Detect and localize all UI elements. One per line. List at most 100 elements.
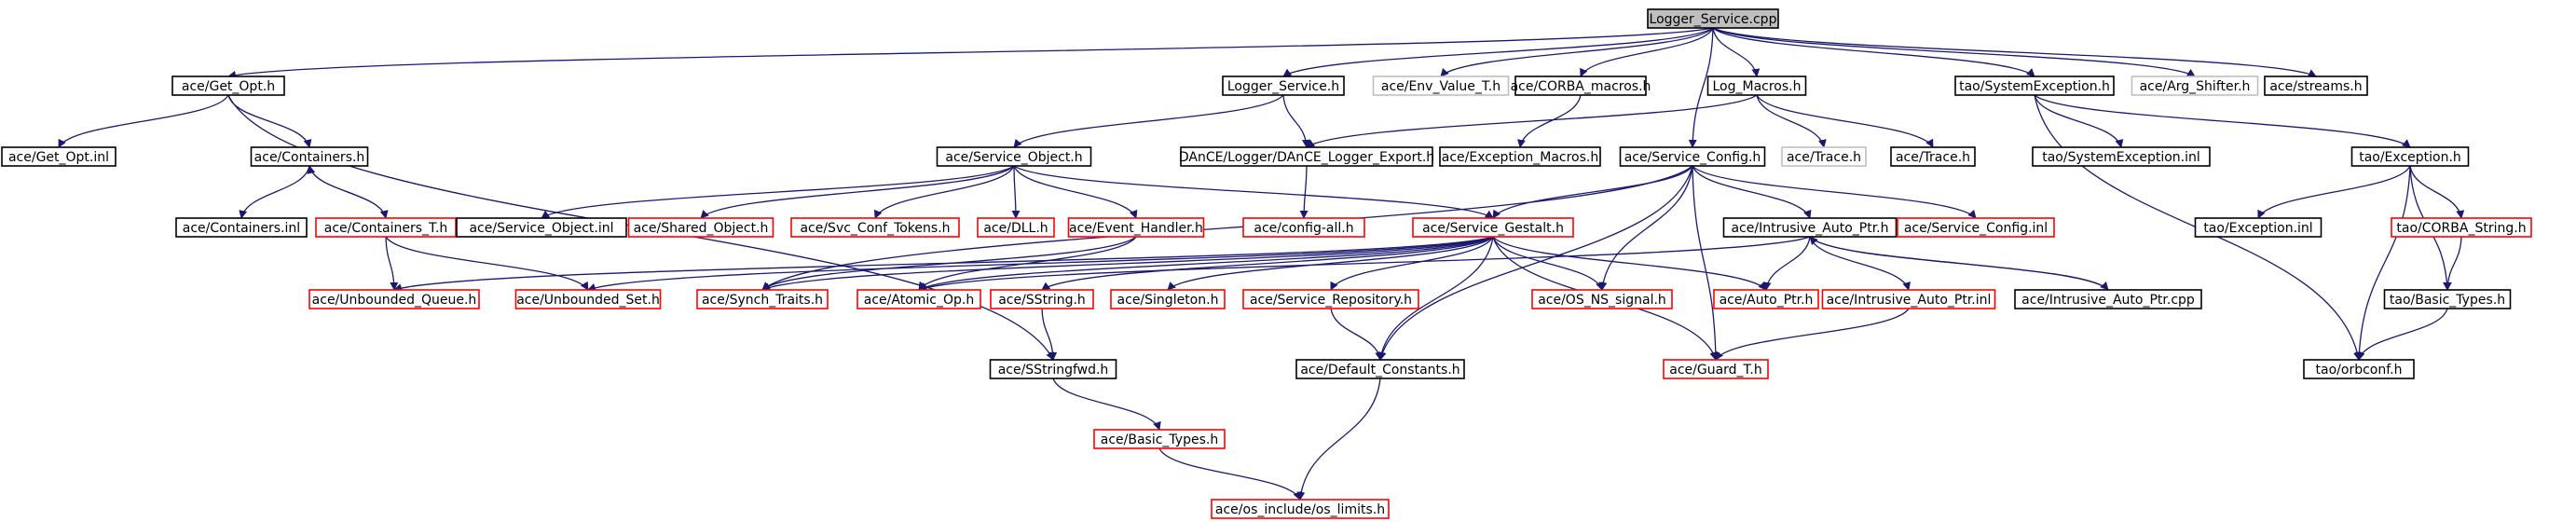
node-synch-traits-h[interactable]: ace/Synch_Traits.h bbox=[696, 289, 829, 309]
edge-dance_export_h-to-config_all_h bbox=[1299, 165, 1309, 219]
node-env-value-t-h[interactable]: ace/Env_Value_T.h bbox=[1372, 76, 1510, 96]
node-sstring-h[interactable]: ace/SString.h bbox=[990, 289, 1094, 309]
node-intrusive-auto-ptr-h[interactable]: ace/Intrusive_Auto_Ptr.h bbox=[1722, 217, 1898, 238]
node-tao-sysexc-inl[interactable]: tao/SystemException.inl bbox=[2032, 146, 2211, 167]
node-label: ace/Service_Object.h bbox=[945, 150, 1082, 165]
edge-root-to-log_macros_h bbox=[1712, 27, 1761, 77]
node-event-handler-h[interactable]: ace/Event_Handler.h bbox=[1067, 217, 1205, 238]
edge-tao_exception_h-to-tao_orbconf_h bbox=[2354, 165, 2411, 361]
node-get-opt-inl[interactable]: ace/Get_Opt.inl bbox=[1, 146, 116, 167]
node-box bbox=[1781, 146, 1867, 167]
node-box bbox=[1890, 146, 1976, 167]
node-default-constants-h[interactable]: ace/Default_Constants.h bbox=[1295, 359, 1465, 379]
node-service-gestalt-h[interactable]: ace/Service_Gestalt.h bbox=[1412, 217, 1574, 238]
edge-intrusive_auto_ptr_inl-to-guard_t_h bbox=[1715, 308, 1910, 361]
node-tao-exception-inl[interactable]: tao/Exception.inl bbox=[2194, 217, 2323, 238]
node-box bbox=[250, 146, 369, 167]
edge-get_opt_h-to-containers_h bbox=[227, 94, 312, 148]
edge-root-to-arg_shifter_h bbox=[1712, 27, 2196, 77]
node-arg-shifter-h[interactable]: ace/Arg_Shifter.h bbox=[2131, 76, 2259, 96]
node-auto-ptr-h[interactable]: ace/Auto_Ptr.h bbox=[1713, 289, 1819, 309]
node-sstringfwd-h[interactable]: ace/SStringfwd.h bbox=[989, 359, 1117, 379]
node-label: tao/SystemException.h bbox=[1959, 79, 2110, 94]
node-label: ace/Svc_Conf_Tokens.h bbox=[800, 221, 950, 236]
node-box bbox=[308, 289, 480, 309]
node-logger-service-h[interactable]: Logger_Service.h bbox=[1222, 76, 1345, 96]
node-box bbox=[2131, 76, 2259, 96]
node-box bbox=[2014, 289, 2202, 309]
node-os-limits-h[interactable]: ace/os_include/os_limits.h bbox=[1211, 499, 1390, 519]
node-label: ace/streams.h bbox=[2269, 79, 2362, 94]
node-containers-inl[interactable]: ace/Containers.inl bbox=[175, 217, 308, 238]
node-streams-h[interactable]: ace/streams.h bbox=[2264, 76, 2368, 96]
node-svc-conf-tokens-h[interactable]: ace/Svc_Conf_Tokens.h bbox=[790, 217, 960, 238]
edge-service_object_h-to-event_handler_h bbox=[1013, 165, 1138, 219]
node-tao-exception-h[interactable]: tao/Exception.h bbox=[2350, 146, 2470, 167]
node-tao-orbconf-h[interactable]: tao/orbconf.h bbox=[2303, 359, 2415, 379]
node-box bbox=[1706, 76, 1807, 96]
node-box bbox=[1722, 217, 1898, 238]
node-label: ace/Intrusive_Auto_Ptr.h bbox=[1731, 221, 1888, 236]
edge-service_gestalt_h-to-sstring_h bbox=[1041, 236, 1494, 291]
node-log-macros-h[interactable]: Log_Macros.h bbox=[1706, 76, 1807, 96]
node-unbounded-queue-h[interactable]: ace/Unbounded_Queue.h bbox=[308, 289, 480, 309]
node-intrusive-auto-ptr-inl[interactable]: ace/Intrusive_Auto_Ptr.inl bbox=[1821, 289, 1996, 309]
node-guard-t-h[interactable]: ace/Guard_T.h bbox=[1663, 359, 1769, 379]
node-tao-sysexc-h[interactable]: tao/SystemException.h bbox=[1954, 76, 2115, 96]
node-label: ace/Service_Config.h bbox=[1624, 150, 1761, 165]
node-box bbox=[2264, 76, 2368, 96]
node-singleton-h[interactable]: ace/Singleton.h bbox=[1110, 289, 1226, 309]
node-label: ace/config-all.h bbox=[1254, 221, 1353, 236]
node-box bbox=[2032, 146, 2211, 167]
node-config-all-h[interactable]: ace/config-all.h bbox=[1242, 217, 1365, 238]
edge-logger_service_h-to-dance_export_h bbox=[1282, 94, 1310, 148]
node-os-ns-signal-h[interactable]: ace/OS_NS_signal.h bbox=[1531, 289, 1673, 309]
node-box bbox=[1242, 289, 1419, 309]
node-ace-basic-types-h[interactable]: ace/Basic_Types.h bbox=[1093, 429, 1226, 449]
node-label: ace/Trace.h bbox=[1787, 150, 1861, 165]
node-label: Logger_Service.h bbox=[1227, 79, 1339, 94]
edge-ace_basic_types_h-to-os_limits_h bbox=[1158, 447, 1301, 501]
edge-root-to-corba_macros_h bbox=[1580, 27, 1714, 77]
node-intrusive-auto-ptr-cpp[interactable]: ace/Intrusive_Auto_Ptr.cpp bbox=[2014, 289, 2202, 309]
node-ace-trace-h-gray[interactable]: ace/Trace.h bbox=[1781, 146, 1867, 167]
node-box bbox=[790, 217, 960, 238]
edge-intrusive_auto_ptr_cpp-to-intrusive_auto_ptr_h bbox=[1809, 236, 2109, 291]
node-box bbox=[1514, 76, 1647, 96]
node-label: ace/Intrusive_Auto_Ptr.inl bbox=[1827, 293, 1992, 308]
node-service-repository-h[interactable]: ace/Service_Repository.h bbox=[1242, 289, 1419, 309]
node-tao-basic-types-h[interactable]: tao/Basic_Types.h bbox=[2383, 289, 2512, 309]
node-service-config-inl[interactable]: ace/Service_Config.inl bbox=[1897, 217, 2055, 238]
node-root[interactable]: Logger_Service.cpp bbox=[1647, 8, 1779, 29]
edge-get_opt_h-to-get_opt_inl bbox=[58, 94, 229, 148]
node-label: ace/Service_Object.inl bbox=[469, 221, 613, 236]
edge-log_macros_h-to-ace_trace_h bbox=[1756, 94, 1934, 148]
node-box bbox=[936, 146, 1092, 167]
node-exception-macros-h[interactable]: ace/Exception_Macros.h bbox=[1439, 146, 1601, 167]
node-tao-corba-string-h[interactable]: tao/CORBA_String.h bbox=[2391, 217, 2532, 238]
edge-root-to-tao_sysexc_h bbox=[1712, 27, 2035, 77]
node-box bbox=[1713, 289, 1819, 309]
node-box bbox=[315, 217, 457, 238]
node-dll-h[interactable]: ace/DLL.h bbox=[977, 217, 1055, 238]
node-atomic-op-h[interactable]: ace/Atomic_Op.h bbox=[856, 289, 981, 309]
node-get-opt-h[interactable]: ace/Get_Opt.h bbox=[171, 76, 285, 96]
node-dance-export-h[interactable]: DAnCE/Logger/DAnCE_Logger_Export.h bbox=[1179, 146, 1434, 167]
node-unbounded-set-h[interactable]: ace/Unbounded_Set.h bbox=[514, 289, 662, 309]
node-label: ace/Arg_Shifter.h bbox=[2140, 79, 2251, 94]
node-box bbox=[2194, 217, 2323, 238]
node-service-object-inl[interactable]: ace/Service_Object.inl bbox=[456, 217, 627, 238]
node-corba-macros-h[interactable]: ace/CORBA_macros.h bbox=[1511, 76, 1651, 96]
node-service-config-h[interactable]: ace/Service_Config.h bbox=[1619, 146, 1766, 167]
node-label: ace/Unbounded_Queue.h bbox=[312, 293, 477, 308]
node-shared-object-h[interactable]: ace/Shared_Object.h bbox=[627, 217, 774, 238]
edge-intrusive_auto_ptr_h-to-atomic_op_h bbox=[918, 236, 1811, 292]
node-containers-t-h[interactable]: ace/Containers_T.h bbox=[315, 217, 457, 238]
node-box bbox=[990, 289, 1094, 309]
node-containers-h[interactable]: ace/Containers.h bbox=[250, 146, 369, 167]
edge-tao_exception_h-to-tao_corba_string_h bbox=[2409, 165, 2465, 219]
node-box bbox=[1647, 8, 1779, 29]
node-ace-trace-h[interactable]: ace/Trace.h bbox=[1890, 146, 1976, 167]
node-service-object-h[interactable]: ace/Service_Object.h bbox=[936, 146, 1092, 167]
node-box bbox=[1439, 146, 1601, 167]
